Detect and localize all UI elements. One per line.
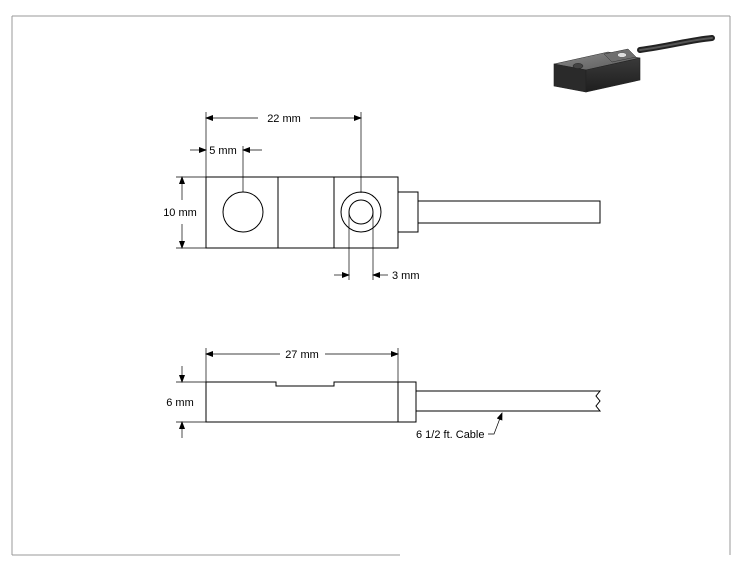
magnet-circle [222, 191, 264, 233]
dim-22mm: 22 mm [267, 113, 301, 125]
cable-top [417, 200, 601, 224]
dim-10mm: 10 mm [163, 207, 197, 219]
sensor-iso-thumbnail [553, 35, 715, 93]
top-view: 22 mm 5 mm 10 mm 3 mm [163, 112, 601, 282]
sensor-body-side [205, 381, 399, 423]
cable-callout: 6 1/2 ft. Cable [416, 429, 485, 441]
sheet-border [11, 15, 731, 556]
strain-relief-side [397, 381, 417, 423]
dim-3mm: 3 mm [392, 270, 420, 282]
cable-strain-relief [397, 191, 419, 233]
mounting-hole [348, 199, 374, 225]
dim-5mm: 5 mm [209, 145, 237, 157]
side-view: 27 mm 6 mm 6 1/2 ft. Cable [166, 348, 602, 441]
dim-27mm: 27 mm [285, 349, 319, 361]
cable-side [415, 390, 602, 412]
dim-6mm: 6 mm [166, 397, 194, 409]
